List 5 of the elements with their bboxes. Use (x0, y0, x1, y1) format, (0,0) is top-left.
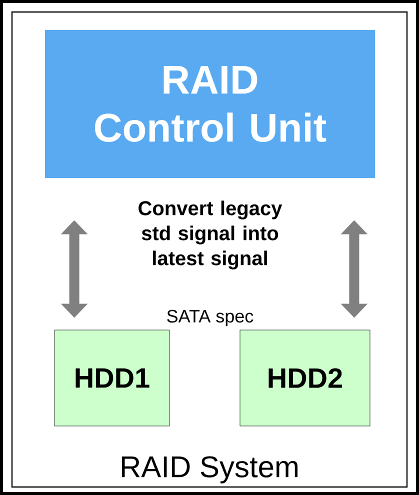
description-text: Convert legacy std signal into latest signal (138, 200, 282, 270)
control-unit-box: RAID Control Unit (45, 30, 375, 178)
hdd-box: HDD2 (240, 330, 370, 426)
spec-text: SATA spec (167, 310, 254, 326)
hdd-box: HDD1 (54, 330, 170, 426)
